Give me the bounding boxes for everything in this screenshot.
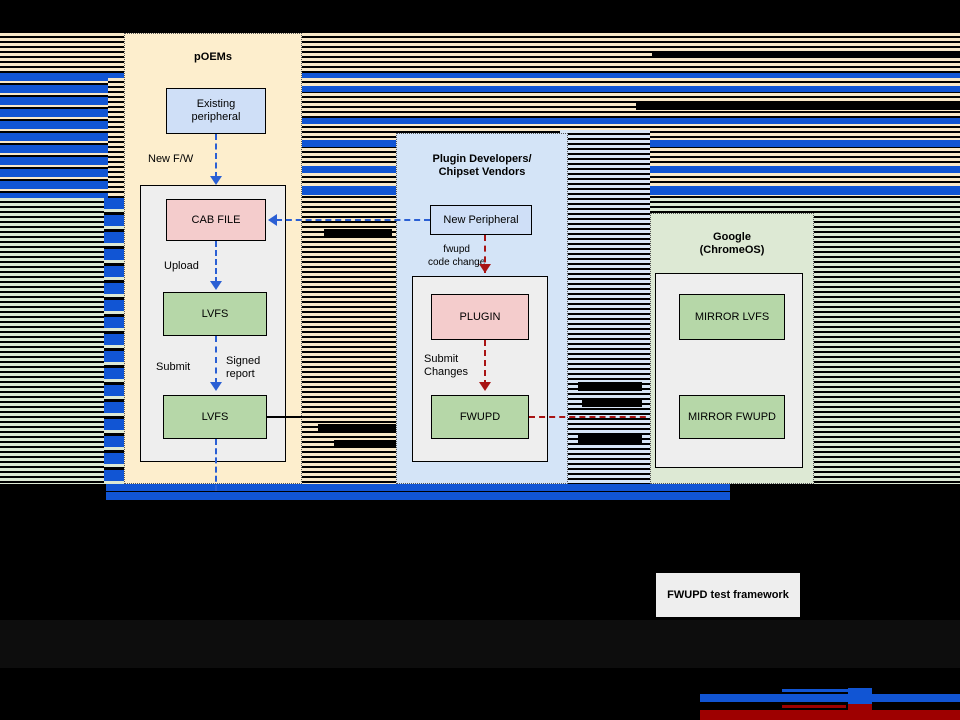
- label-submit-changes-l1: Submit: [424, 353, 459, 365]
- glitch-blue-bar-bottom: [700, 694, 960, 702]
- arrowhead-plugin-to-fwupd: [479, 382, 491, 391]
- glitch-dark-band: [0, 620, 960, 668]
- glitch-blue-tabs-left: [104, 198, 126, 484]
- glitch-blue-bar-bottom-thin: [782, 689, 866, 692]
- footer-fwupd-test-framework-label: FWUPD test framework: [667, 588, 789, 601]
- label-signed-report-l2: report: [226, 368, 255, 380]
- label-submit-changes: Submit Changes: [424, 353, 468, 379]
- arrowhead-newperipheral-to-cab: [268, 214, 277, 226]
- node-new-peripheral-label: New Peripheral: [443, 213, 519, 226]
- label-submit-changes-l2: Changes: [424, 366, 469, 378]
- panel-google-title-l2: (ChromeOS): [699, 244, 765, 256]
- arrow-fwupd-to-mirror-fwupd: [529, 416, 666, 418]
- glitch-stripes-green-topright: [650, 198, 960, 214]
- glitch-band-blue-left: [0, 73, 108, 198]
- glitch-blue-line-a: [108, 73, 960, 78]
- glitch-redaction-h: [324, 229, 392, 236]
- glitch-red-square-bottom: [848, 704, 872, 720]
- label-upload: Upload: [164, 260, 199, 272]
- glitch-redaction-e: [578, 382, 642, 391]
- glitch-blue-bar-lower-1: [106, 484, 730, 491]
- arrow-existing-to-cab: [215, 134, 217, 178]
- panel-poems-title: pOEMs: [194, 51, 232, 63]
- arrow-plugin-to-fwupd: [484, 340, 486, 386]
- footer-fwupd-test-framework[interactable]: FWUPD test framework: [656, 573, 800, 617]
- label-signed-report: Signed report: [226, 355, 260, 381]
- glitch-band-top: [0, 0, 960, 33]
- glitch-stripes-green-right: [812, 198, 960, 484]
- glitch-redaction-c: [318, 424, 402, 432]
- glitch-redaction-g: [578, 434, 642, 443]
- node-lvfs-submit[interactable]: LVFS: [163, 395, 267, 439]
- node-mirror-lvfs-label: MIRROR LVFS: [694, 310, 770, 323]
- arrow-lvfs-to-lvfs: [215, 336, 217, 384]
- arrow-cab-to-lvfs: [215, 241, 217, 283]
- glitch-red-bar-bottom-thin: [782, 705, 846, 708]
- panel-google-title-l1: Google: [713, 231, 751, 243]
- label-fwupd-code-change-l2: code change: [428, 257, 486, 268]
- arrow-newperipheral-to-plugin: [484, 235, 486, 273]
- label-fwupd-code-change-l1: fwupd: [443, 244, 470, 255]
- glitch-blue-line-b: [236, 86, 960, 92]
- panel-google-title: Google (ChromeOS): [651, 231, 813, 257]
- glitch-black-lower: [0, 500, 960, 720]
- glitch-redaction-b: [636, 103, 960, 110]
- glitch-redaction-f: [582, 398, 642, 407]
- panel-plugin-developers-title: Plugin Developers/ Chipset Vendors: [397, 153, 567, 179]
- arrowhead-lvfs-to-lvfs: [210, 382, 222, 391]
- glitch-stripes-blue-center: [560, 130, 650, 484]
- node-fwupd-label: FWUPD: [459, 410, 501, 423]
- glitch-stripes-green-left: [0, 198, 108, 484]
- label-fwupd-code-change: fwupd code change: [428, 243, 485, 269]
- node-lvfs-upload[interactable]: LVFS: [163, 292, 267, 336]
- node-mirror-fwupd[interactable]: MIRROR FWUPD: [679, 395, 785, 439]
- node-cab-file[interactable]: CAB FILE: [166, 199, 266, 241]
- node-plugin[interactable]: PLUGIN: [431, 294, 529, 340]
- panel-plugin-title-l2: Chipset Vendors: [438, 166, 526, 178]
- glitch-blue-bar-lower-2: [106, 492, 730, 500]
- glitch-redaction-d: [334, 440, 402, 448]
- node-lvfs-submit-label: LVFS: [201, 410, 229, 423]
- arrowhead-cab-to-lvfs: [210, 281, 222, 290]
- node-mirror-fwupd-label: MIRROR FWUPD: [688, 410, 776, 423]
- glitch-blue-line-c: [236, 118, 960, 124]
- label-signed-report-l1: Signed: [226, 355, 261, 367]
- node-plugin-label: PLUGIN: [459, 310, 501, 323]
- label-submit: Submit: [156, 361, 191, 373]
- arrow-newperipheral-to-cab: [276, 219, 430, 221]
- arrow-poems-tail: [215, 439, 217, 491]
- node-fwupd[interactable]: FWUPD: [431, 395, 529, 439]
- node-cab-file-label: CAB FILE: [191, 213, 241, 226]
- glitch-blue-square-bottom: [848, 688, 872, 704]
- arrowhead-existing-to-cab: [210, 176, 222, 185]
- arrowhead-newperipheral-to-plugin: [479, 264, 491, 273]
- arrow-lvfs-to-fwupd: [267, 416, 427, 418]
- node-lvfs-upload-label: LVFS: [201, 307, 229, 320]
- glitch-red-bar-bottom: [700, 710, 960, 720]
- panel-plugin-title-l1: Plugin Developers/: [432, 153, 532, 165]
- label-new-fw: New F/W: [148, 153, 194, 165]
- glitch-redaction-top-right: [652, 52, 960, 58]
- node-new-peripheral[interactable]: New Peripheral: [430, 205, 532, 235]
- node-mirror-lvfs[interactable]: MIRROR LVFS: [679, 294, 785, 340]
